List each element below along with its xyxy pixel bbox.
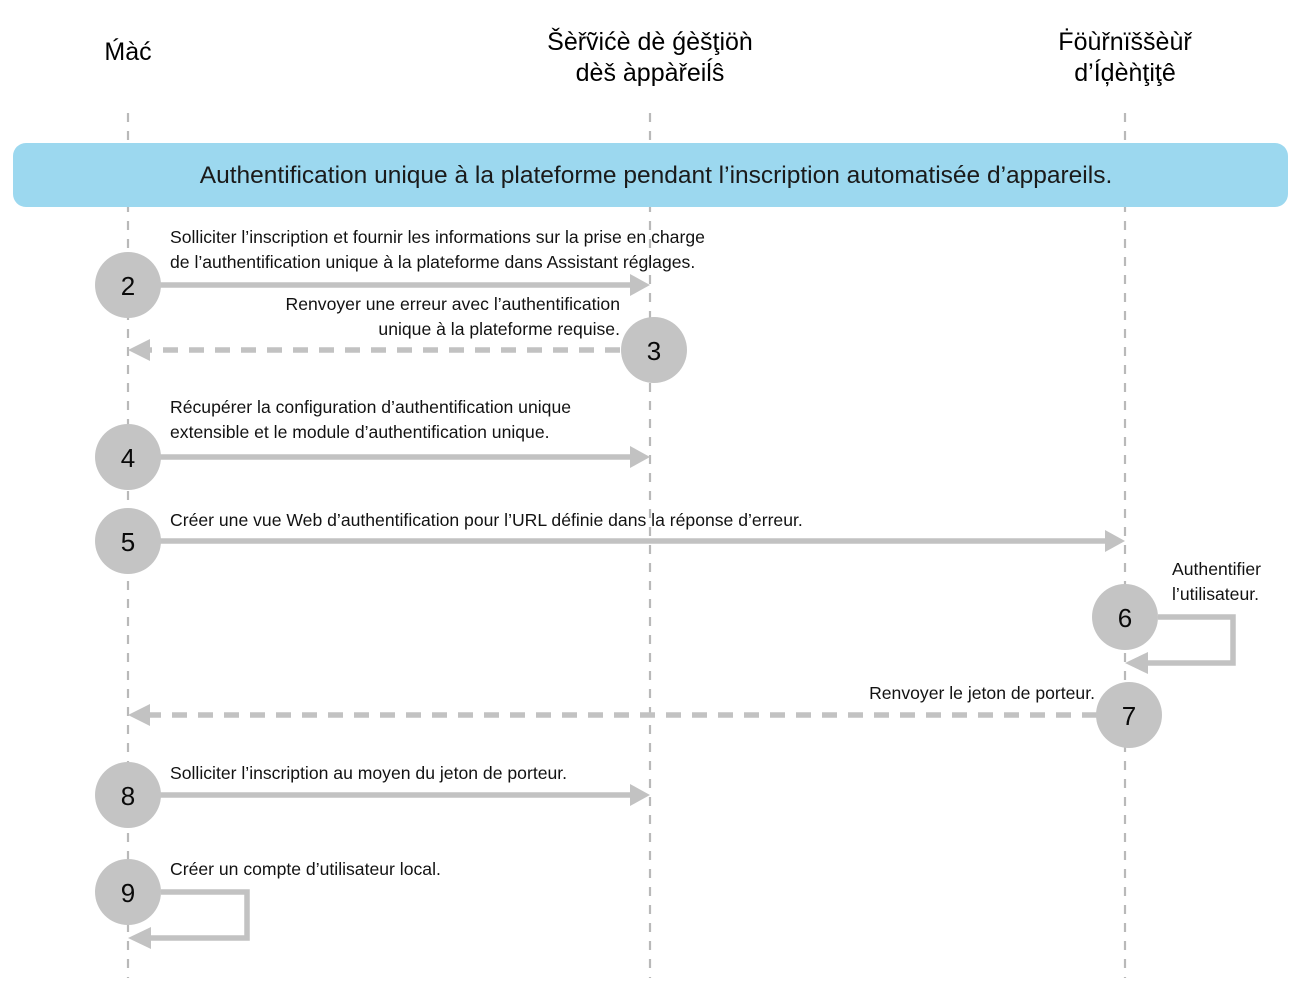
step-5-group: Créer une vue Web d’authentification pou… [95, 508, 1125, 574]
step-5-arrow-head [1105, 530, 1125, 552]
step-4-group: Récupérer la configuration d’authentific… [95, 397, 650, 490]
step-9-label-line1: Créer un compte d’utilisateur local. [170, 859, 441, 879]
step-3-arrow-head [128, 339, 150, 361]
step-2-arrow-head [630, 274, 650, 296]
step-3-badge [621, 317, 687, 383]
step-8-number: 8 [121, 781, 135, 811]
step-3-group: Renvoyer une erreur avec l’authentificat… [128, 294, 687, 383]
step-2-badge [95, 252, 161, 318]
title-banner [13, 143, 1288, 207]
lifeline-header-mdm-line2: dèš àppàřeiĺŝ [576, 57, 725, 87]
step-7-badge [1096, 682, 1162, 748]
step-3-number: 3 [647, 336, 661, 366]
step-9-badge [95, 859, 161, 925]
step-6-arrow-head [1125, 652, 1148, 674]
step-7-group: Renvoyer le jeton de porteur. 7 [128, 682, 1162, 748]
step-4-label-line2: extensible et le module d’authentificati… [170, 422, 550, 442]
step-4-badge [95, 424, 161, 490]
step-2-group: Solliciter l’inscription et fournir les … [95, 227, 705, 318]
step-9-number: 9 [121, 878, 135, 908]
step-6-label-line1: Authentifier [1172, 559, 1261, 579]
step-6-number: 6 [1118, 603, 1132, 633]
step-9-group: Créer un compte d’utilisateur local. 9 [95, 859, 441, 949]
step-7-number: 7 [1122, 701, 1136, 731]
lifeline-header-mdm-line1: Šèřṽićè dè ǵèšţiöǹ [547, 27, 753, 56]
step-3-label-line2: unique à la plateforme requise. [378, 319, 620, 339]
step-8-label-line1: Solliciter l’inscription au moyen du jet… [170, 763, 567, 783]
step-5-badge [95, 508, 161, 574]
step-2-label-line2: de l’authentification unique à la platef… [170, 252, 695, 272]
title-banner-text: Authentification unique à la plateforme … [200, 162, 1113, 189]
step-5-label-line1: Créer une vue Web d’authentification pou… [170, 510, 803, 530]
step-4-arrow-head [630, 446, 650, 468]
step-4-number: 4 [121, 443, 135, 473]
step-6-label-line2: l’utilisateur. [1172, 584, 1259, 604]
step-7-label-line1: Renvoyer le jeton de porteur. [869, 683, 1095, 703]
step-4-label-line1: Récupérer la configuration d’authentific… [170, 397, 571, 417]
lifeline-header-idp-line2: d’Íḑèǹţiţê [1074, 58, 1175, 87]
step-8-arrow-head [630, 784, 650, 806]
step-7-arrow-head [128, 704, 150, 726]
step-6-group: Authentifier l’utilisateur. 6 [1092, 559, 1261, 674]
step-8-badge [95, 762, 161, 828]
step-2-label-line1: Solliciter l’inscription et fournir les … [170, 227, 705, 247]
step-3-label-line1: Renvoyer une erreur avec l’authentificat… [286, 294, 620, 314]
step-9-arrow-head [128, 927, 151, 949]
lifeline-header-idp-line1: Ḟöùřnïššèùř [1058, 27, 1192, 56]
step-6-badge [1092, 584, 1158, 650]
step-5-number: 5 [121, 527, 135, 557]
step-6-selfloop-line [1146, 614, 1236, 666]
step-2-number: 2 [121, 271, 135, 301]
lifeline-header-mac: Ḿàć [104, 37, 151, 66]
step-8-group: Solliciter l’inscription au moyen du jet… [95, 762, 650, 828]
step-9-selfloop-line [150, 889, 250, 941]
